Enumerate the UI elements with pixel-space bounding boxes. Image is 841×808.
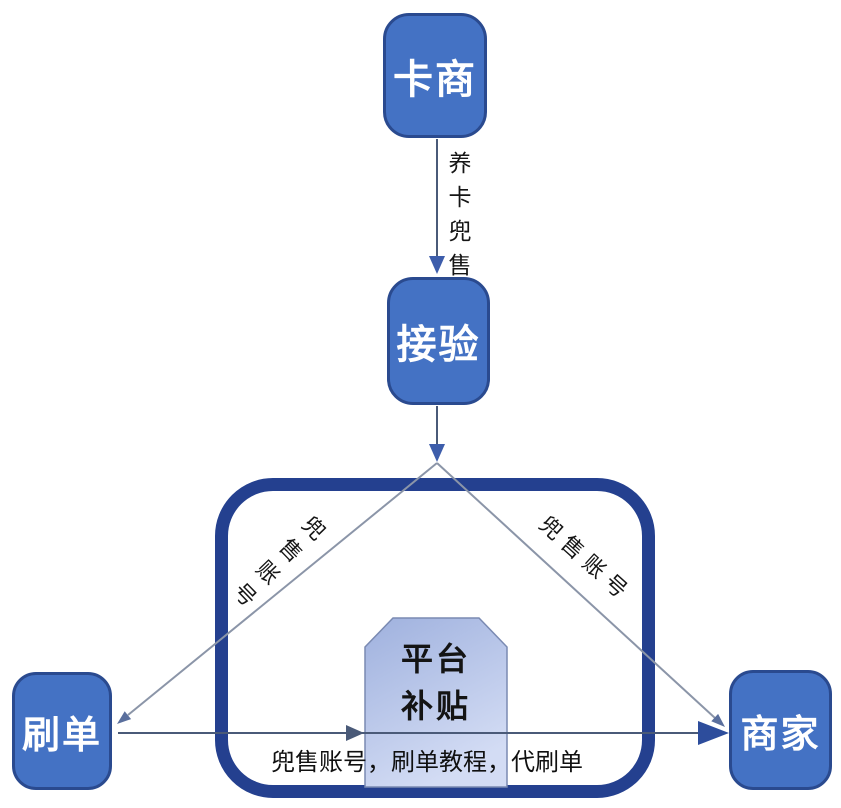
receiver-to-apex-arrowhead — [429, 444, 445, 462]
bottom-flow-mid-arrowhead — [346, 725, 364, 741]
card-to-receiver-char: 卡 — [448, 185, 472, 210]
left-diagonal-arrowhead — [117, 711, 132, 724]
bottom-flow-end-arrowhead — [698, 721, 729, 745]
node-receiver-label: 接验 — [396, 323, 481, 367]
right-diagonal-line — [436, 462, 716, 719]
node-card-dealer: 卡商 — [383, 13, 487, 138]
card-to-receiver-label: 养 卡 兜 售 — [446, 147, 474, 283]
card-to-receiver-char: 兜 — [448, 219, 472, 244]
bottom-flow-label: 兜售账号，刷单教程，代刷单 — [271, 750, 583, 776]
card-to-receiver-char: 售 — [448, 253, 472, 278]
card-to-receiver-arrowhead — [429, 256, 445, 274]
node-receiver: 接验 — [387, 277, 490, 405]
platform-subsidy-line2: 补贴 — [400, 688, 471, 724]
platform-subsidy-line1: 平台 — [400, 641, 471, 677]
node-card-dealer-label: 卡商 — [393, 57, 477, 102]
platform-subsidy-shape — [364, 617, 508, 788]
left-diagonal-line — [127, 462, 438, 716]
node-order-brushing: 刷单 — [12, 672, 112, 790]
node-merchant: 商家 — [729, 670, 832, 790]
right-diagonal-arrowhead — [711, 713, 725, 727]
node-order-brushing-label: 刷单 — [21, 714, 102, 757]
node-merchant-label: 商家 — [740, 713, 821, 756]
platform-subsidy-label: 平台 补贴 — [365, 636, 507, 730]
card-to-receiver-char: 养 — [448, 151, 472, 176]
